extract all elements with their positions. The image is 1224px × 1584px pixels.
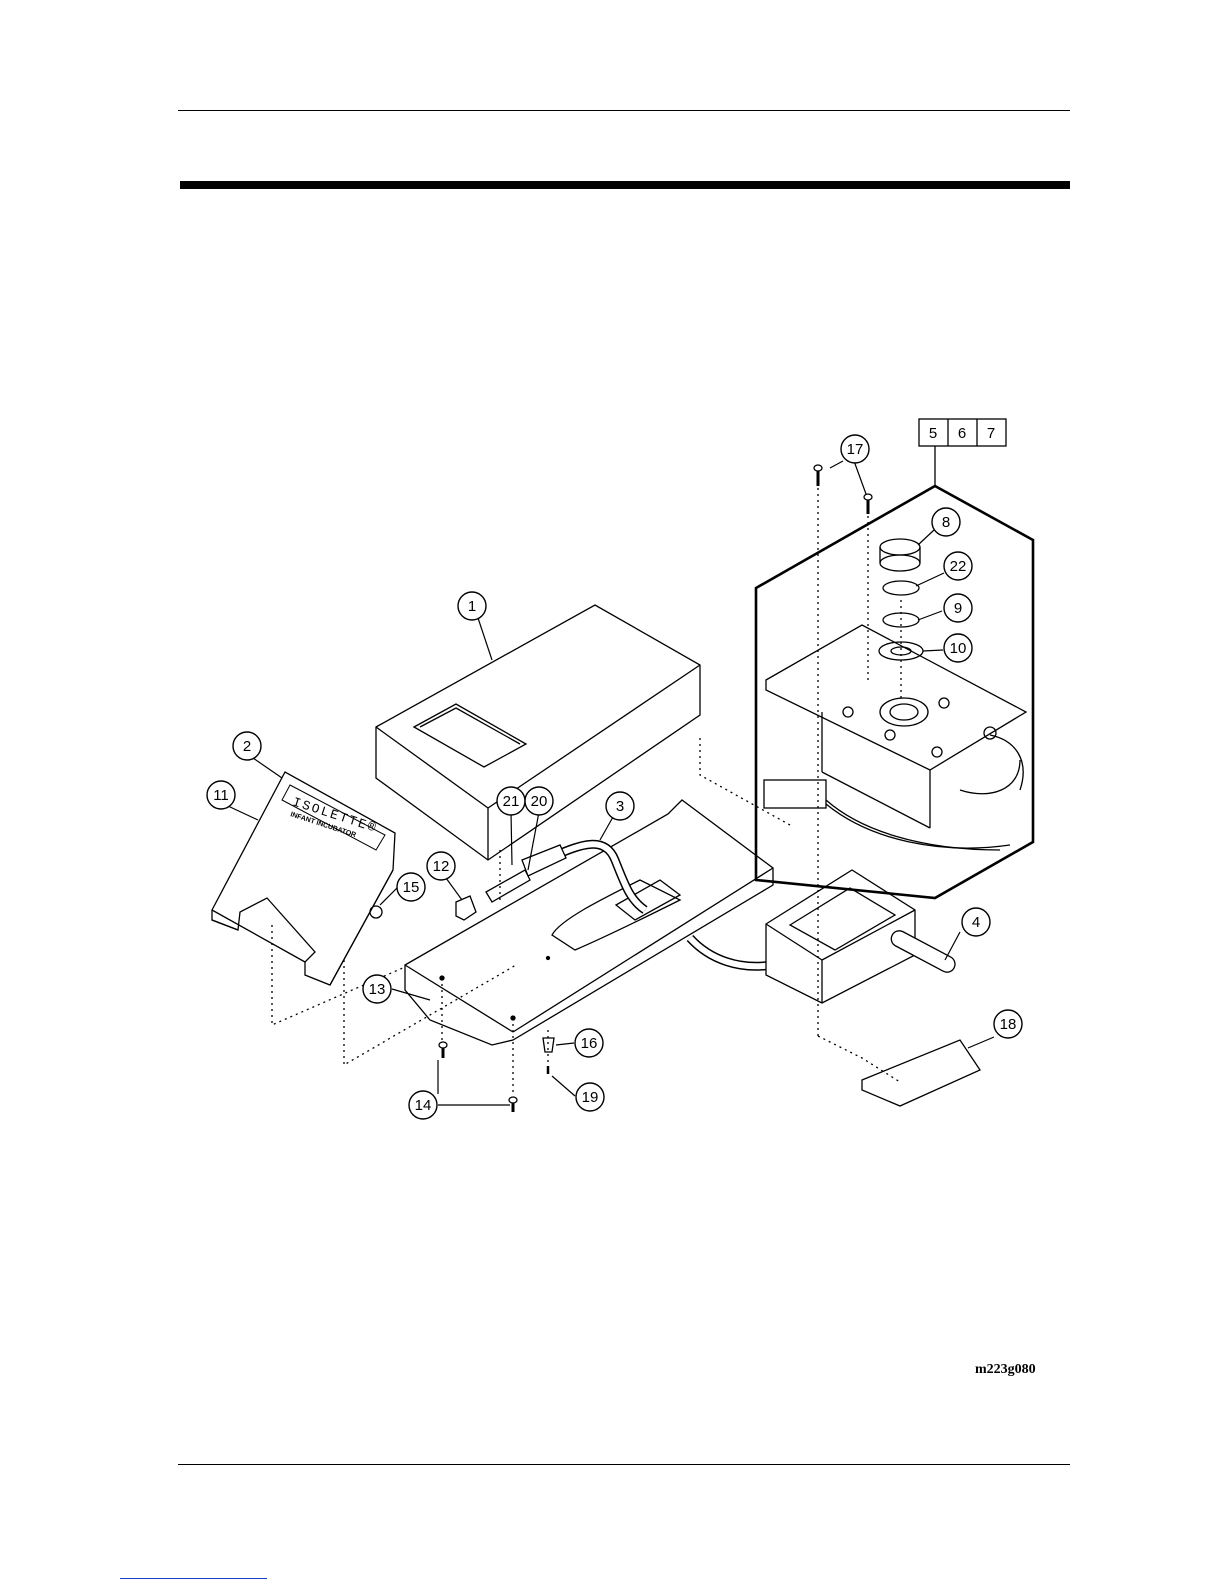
callout-12: 12 bbox=[433, 858, 450, 875]
callout-leaders bbox=[228, 461, 994, 1105]
callout-15: 15 bbox=[403, 879, 420, 896]
callout-13: 13 bbox=[369, 981, 386, 998]
callout-21: 21 bbox=[503, 793, 520, 810]
callout-2: 2 bbox=[243, 738, 251, 755]
callout-10: 10 bbox=[950, 640, 967, 657]
bottom-screws-part bbox=[439, 1038, 554, 1112]
callout-19: 19 bbox=[582, 1089, 599, 1106]
box-label-6: 6 bbox=[958, 425, 966, 442]
figure-id: m223g080 bbox=[975, 1362, 1036, 1378]
pad-part bbox=[862, 1040, 980, 1106]
o-ring-part bbox=[883, 581, 919, 595]
footer-rule bbox=[178, 1464, 1070, 1465]
callout-3: 3 bbox=[616, 798, 624, 815]
elbow-part bbox=[456, 896, 476, 920]
footer-link-underline bbox=[120, 1578, 267, 1579]
box-label-7: 7 bbox=[987, 425, 995, 442]
callout-circles bbox=[207, 435, 1022, 1119]
control-unit-part bbox=[764, 625, 1026, 850]
screw-part bbox=[814, 465, 872, 514]
box-label-5: 5 bbox=[929, 425, 937, 442]
callout-1: 1 bbox=[468, 598, 476, 615]
knob-part bbox=[880, 539, 920, 571]
callout-17: 17 bbox=[847, 441, 864, 458]
callout-20: 20 bbox=[531, 793, 548, 810]
callout-14: 14 bbox=[415, 1097, 432, 1114]
cover-box-part bbox=[376, 605, 700, 860]
callout-18: 18 bbox=[1000, 1016, 1017, 1033]
callout-11: 11 bbox=[213, 787, 229, 804]
callout-22: 22 bbox=[950, 558, 967, 575]
callout-16: 16 bbox=[581, 1035, 598, 1052]
callout-8: 8 bbox=[942, 514, 950, 531]
callout-9: 9 bbox=[954, 600, 962, 617]
callout-4: 4 bbox=[972, 914, 980, 931]
